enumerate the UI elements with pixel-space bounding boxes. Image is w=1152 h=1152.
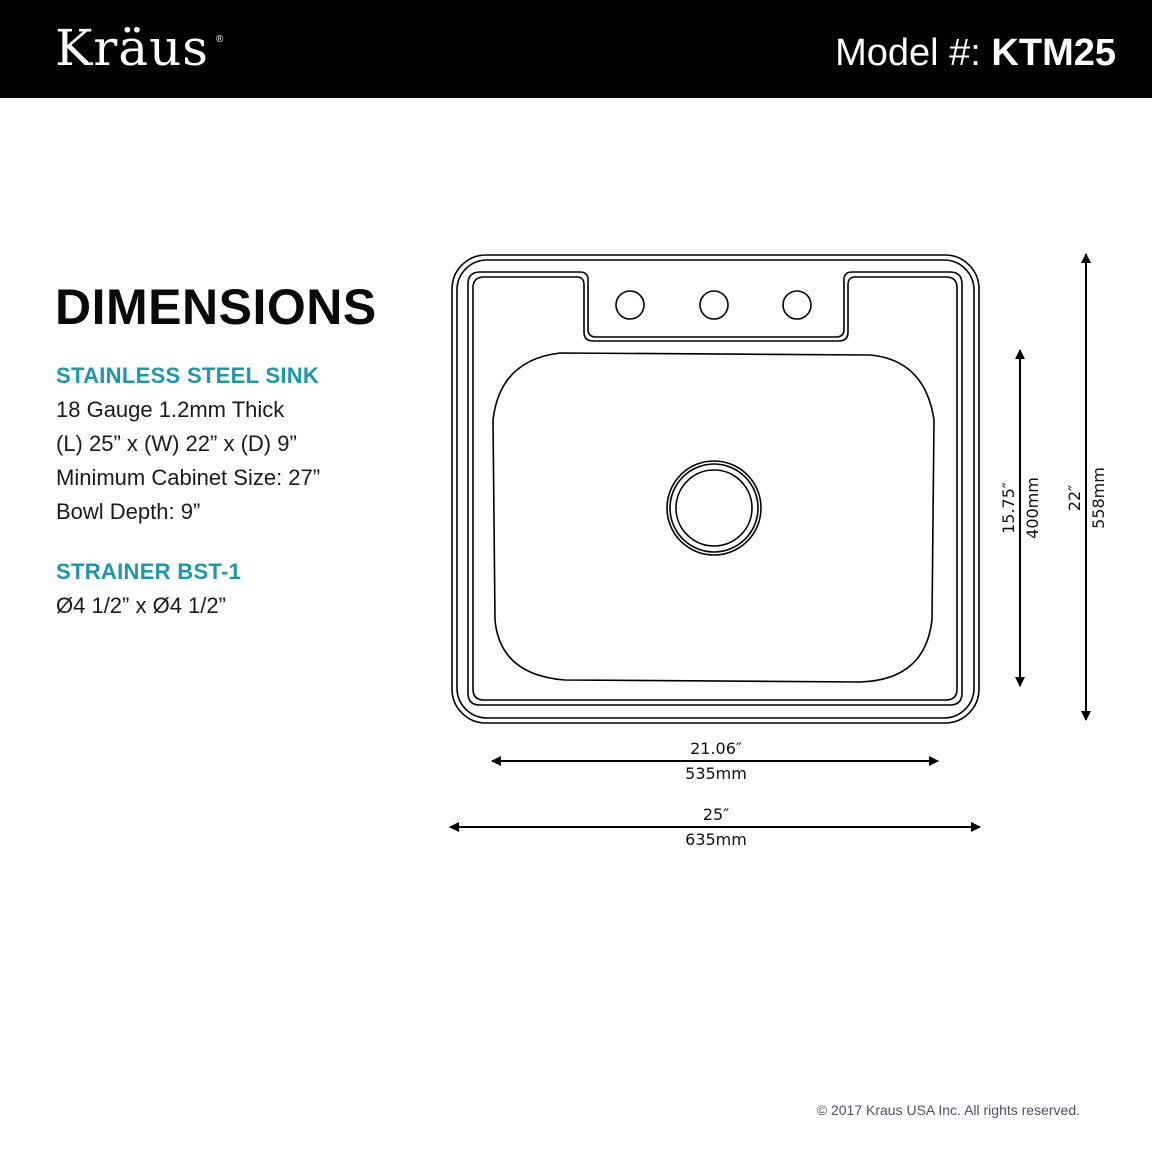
- drain-outer: [666, 460, 762, 556]
- model-number: Model #: KTM25: [835, 30, 1116, 76]
- kraus-logo: Kräus: [55, 19, 209, 77]
- faucet-hole-right: [782, 290, 812, 320]
- spec-cabinet: Minimum Cabinet Size: 27”: [56, 465, 321, 490]
- overall-length-mm: 558mm: [1089, 467, 1108, 529]
- faucet-hole-center: [699, 290, 729, 320]
- spec-gauge: 18 Gauge 1.2mm Thick: [56, 397, 285, 422]
- model-code: KTM25: [991, 32, 1116, 74]
- bowl-width-inches: 21.06″: [690, 739, 742, 758]
- faucet-hole-left: [615, 290, 645, 320]
- dimension-lines: [449, 253, 1091, 832]
- spec-bowl-depth: Bowl Depth: 9”: [56, 499, 201, 524]
- bowl-length-inches: 15.75″: [999, 482, 1018, 534]
- registered-mark: ®: [216, 34, 224, 45]
- header-bar: Kräus ® Model #: KTM25: [0, 0, 1152, 98]
- drain-inner: [675, 469, 753, 547]
- spec-size: (L) 25” x (W) 22” x (D) 9”: [56, 431, 297, 456]
- overall-width-inches: 25″: [702, 805, 730, 824]
- bowl-width-mm: 535mm: [685, 764, 747, 783]
- model-label: Model #:: [835, 32, 981, 74]
- section-heading-sink: STAINLESS STEEL SINK: [56, 363, 320, 388]
- spec-strainer-size: Ø4 1/2” x Ø4 1/2”: [56, 593, 226, 618]
- bowl-length-mm: 400mm: [1023, 477, 1042, 539]
- overall-length-inches: 22″: [1065, 484, 1084, 512]
- copyright-notice: © 2017 Kraus USA Inc. All rights reserve…: [816, 1102, 1080, 1118]
- section-heading-strainer: STRAINER BST-1: [56, 559, 242, 584]
- overall-width-mm: 635mm: [685, 830, 747, 849]
- sink-outline: [451, 254, 980, 724]
- page-title: DIMENSIONS: [55, 279, 377, 335]
